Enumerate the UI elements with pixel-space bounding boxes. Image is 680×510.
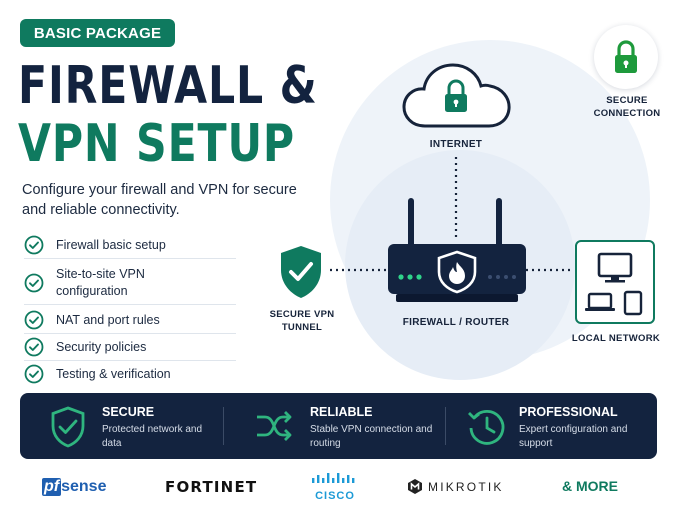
secure-connection-circle bbox=[594, 25, 658, 89]
router-label: FIREWALL / ROUTER bbox=[402, 317, 510, 328]
shuffle-icon bbox=[257, 411, 292, 441]
feature-item: Firewall basic setup bbox=[24, 232, 236, 259]
mikrotik-m-icon bbox=[408, 479, 422, 494]
check-circle-icon bbox=[24, 235, 44, 255]
feature-item: NAT and port rules bbox=[24, 307, 236, 334]
local-network-box bbox=[575, 240, 655, 324]
check-circle-icon bbox=[24, 337, 44, 357]
benefit-text: Expert configuration and support bbox=[519, 424, 628, 449]
benefit-title: PROFESSIONAL bbox=[519, 405, 618, 419]
benefit-divider bbox=[223, 407, 224, 445]
feature-label: Site-to-site VPN configuration bbox=[56, 267, 145, 298]
feature-label: NAT and port rules bbox=[56, 312, 160, 327]
history-clock-icon bbox=[468, 410, 505, 445]
feature-label: Testing & verification bbox=[56, 366, 171, 381]
check-circle-icon bbox=[24, 310, 44, 330]
feature-item: Security policies bbox=[24, 334, 236, 361]
benefit-secure: SECURE Protected network and data bbox=[20, 393, 220, 459]
padlock-icon bbox=[615, 40, 637, 73]
secure-connection-label: SECURE CONNECTION bbox=[593, 95, 661, 119]
benefit-text: Protected network and data bbox=[102, 424, 203, 449]
title-line-2: VPN SETUP bbox=[18, 114, 295, 174]
benefit-professional: PROFESSIONAL Expert configuration and su… bbox=[452, 393, 657, 459]
cisco-text: CISCO bbox=[315, 490, 355, 502]
feature-item: Site-to-site VPN configuration bbox=[24, 262, 236, 305]
check-circle-icon bbox=[24, 273, 44, 293]
pfsense-pf: pf bbox=[42, 478, 62, 496]
check-circle-icon bbox=[24, 364, 44, 384]
package-badge: BASIC PACKAGE bbox=[20, 19, 175, 47]
benefit-divider bbox=[445, 407, 446, 445]
local-network-label: LOCAL NETWORK bbox=[571, 333, 661, 344]
feature-label: Security policies bbox=[56, 339, 147, 354]
pfsense-rest: sense bbox=[61, 478, 107, 495]
devices-icon bbox=[585, 252, 643, 316]
shield-check-icon bbox=[281, 246, 321, 298]
title-line-1: FIREWALL & bbox=[18, 56, 318, 116]
feature-label: Firewall basic setup bbox=[56, 237, 166, 252]
pfsense-logo: pf sense bbox=[42, 478, 106, 496]
benefit-text: Stable VPN connection and routing bbox=[310, 424, 433, 449]
cloud-lock-icon bbox=[402, 63, 511, 128]
cisco-bars-icon bbox=[312, 473, 355, 483]
mikrotik-text: MIKROTIK bbox=[428, 479, 504, 494]
benefit-title: SECURE bbox=[102, 405, 155, 419]
benefit-reliable: RELIABLE Stable VPN connection and routi… bbox=[230, 393, 445, 459]
more-label: & MORE bbox=[562, 478, 618, 494]
internet-label: INTERNET bbox=[429, 139, 483, 150]
feature-item: Testing & verification bbox=[24, 361, 236, 387]
subtitle: Configure your firewall and VPN for secu… bbox=[22, 182, 297, 218]
vpn-tunnel-label: SECURE VPN TUNNEL bbox=[269, 309, 335, 333]
benefit-title: RELIABLE bbox=[310, 405, 373, 419]
mikrotik-logo: MIKROTIK bbox=[407, 478, 504, 495]
cisco-logo: CISCO bbox=[310, 472, 360, 502]
fortinet-logo: FORTINET bbox=[165, 478, 258, 496]
router-icon bbox=[388, 198, 526, 302]
shield-check-icon bbox=[51, 406, 85, 448]
benefits-bar: SECURE Protected network and data RELIAB… bbox=[20, 393, 657, 459]
